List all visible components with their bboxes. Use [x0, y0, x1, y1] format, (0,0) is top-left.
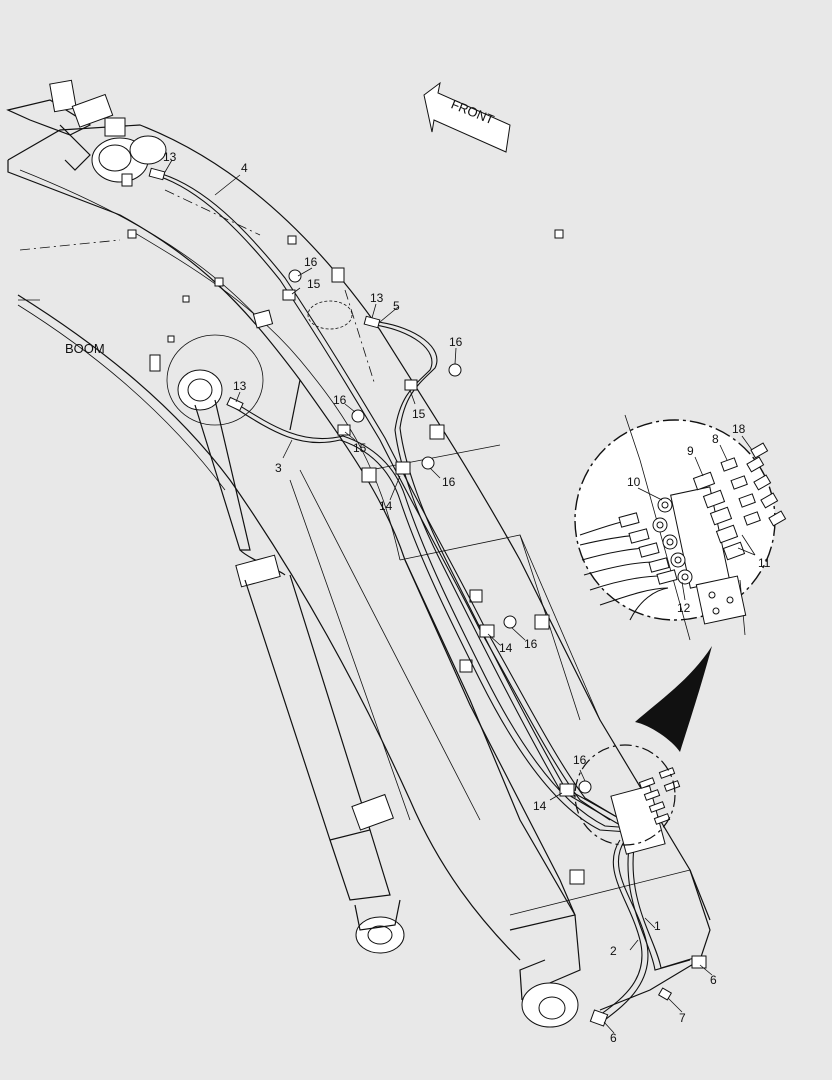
callout-13: 13 [370, 291, 384, 305]
callout-16: 16 [333, 393, 347, 407]
mounting-brackets [127, 229, 585, 885]
callout-7: 7 [679, 1011, 686, 1025]
callout-6: 6 [610, 1031, 617, 1045]
boom-cylinder [177, 369, 405, 954]
manifold-fittings [638, 767, 681, 825]
callout-numbers: 13 4 16 15 13 5 16 15 16 15 13 3 14 16 1… [65, 150, 771, 1045]
callout-3: 3 [275, 461, 282, 475]
arm-cylinder-head [6, 79, 167, 187]
callout-9: 9 [687, 444, 694, 458]
hose-lines [157, 173, 695, 1020]
callout-1: 1 [654, 919, 661, 933]
boom-structure [7, 124, 711, 1028]
callout-16: 16 [449, 335, 463, 349]
detail-magnified-view [574, 414, 787, 846]
callout-12: 12 [677, 601, 691, 615]
callout-15: 15 [412, 407, 426, 421]
callout-14: 14 [379, 499, 393, 513]
front-direction-arrow: FRONT [423, 81, 511, 153]
callout-13: 13 [163, 150, 177, 164]
callout-15: 15 [353, 441, 367, 455]
callout-13: 13 [233, 379, 247, 393]
callout-5: 5 [393, 299, 400, 313]
callout-16: 16 [573, 753, 587, 767]
callout-18: 18 [732, 422, 746, 436]
callout-2: 2 [610, 944, 617, 958]
callout-11: 11 [758, 556, 771, 570]
callout-16: 16 [442, 475, 456, 489]
callout-16: 16 [524, 637, 538, 651]
leader-lines [164, 159, 756, 1034]
callout-16: 16 [304, 255, 318, 269]
callout-8: 8 [712, 432, 719, 446]
callout-4: 4 [241, 161, 248, 175]
callout-6: 6 [710, 973, 717, 987]
callout-14: 14 [533, 799, 547, 813]
callout-10: 10 [627, 475, 641, 489]
callout-15: 15 [307, 277, 321, 291]
callout-14: 14 [499, 641, 513, 655]
boom-label: BOOM [65, 341, 105, 356]
boom-pivots [19, 189, 376, 426]
